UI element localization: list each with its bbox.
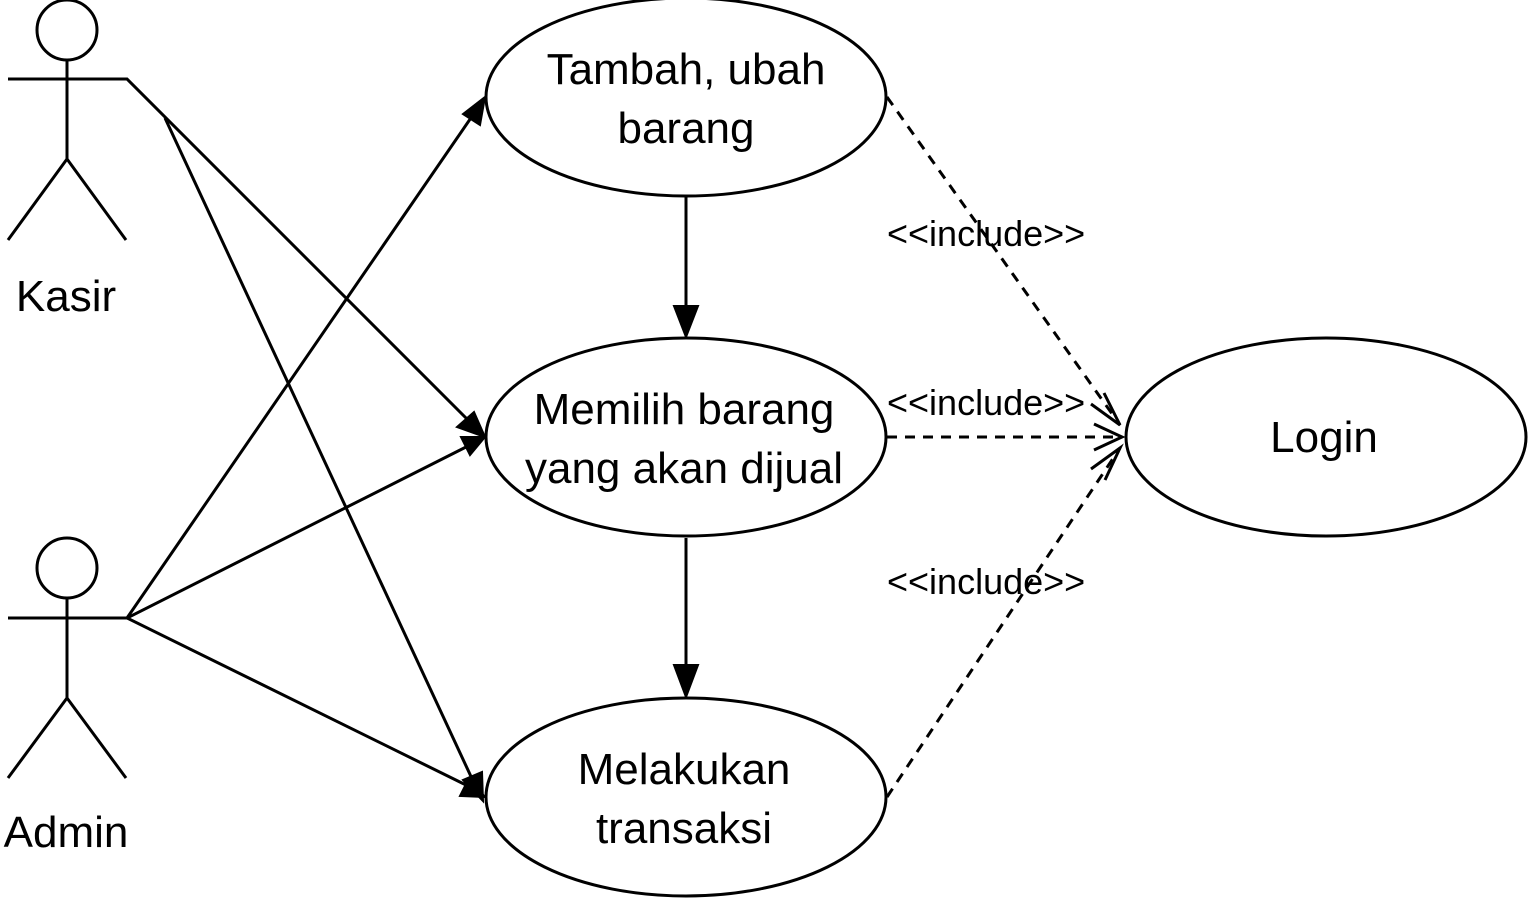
include-label-memilih-login: <<include>> xyxy=(887,382,1085,423)
use-case-ellipse xyxy=(484,336,888,538)
use-case-ellipse xyxy=(1124,336,1528,538)
actor-head xyxy=(35,0,99,62)
actor-head xyxy=(35,536,99,600)
association-lines xyxy=(8,77,488,804)
use-case-tambah: Tambah, ubah barang xyxy=(484,0,888,198)
include-line-melakukan-login xyxy=(885,447,1122,798)
include-arrowhead-memilih-login xyxy=(1093,422,1126,452)
arrowhead-admin-melakukan xyxy=(458,776,488,799)
flow-arrows xyxy=(672,197,700,700)
association-kasir-memilih xyxy=(8,77,473,425)
include-label-tambah-login: <<include>> xyxy=(887,213,1085,254)
use-case-ellipse xyxy=(484,0,888,198)
actor-label: Admin xyxy=(4,808,129,857)
association-admin-tambah xyxy=(125,111,477,619)
include-labels: <<include>> <<include>> <<include>> xyxy=(887,213,1085,602)
use-case-label-line-2: yang akan dijual xyxy=(525,444,843,493)
include-label-melakukan-login: <<include>> xyxy=(887,561,1085,602)
include-arrowhead-melakukan-login xyxy=(1090,443,1124,481)
actor-label: Kasir xyxy=(16,272,116,321)
association-admin-melakukan xyxy=(126,616,469,788)
use-case-login: Login xyxy=(1124,336,1528,538)
use-case-label-line-2: transaksi xyxy=(596,804,772,853)
use-case-label-line-2: barang xyxy=(617,104,754,153)
arrowhead-kasir-memilih xyxy=(455,410,487,439)
association-admin-memilih xyxy=(126,443,471,620)
actor-kasir: Kasir xyxy=(6,0,128,321)
use-case-ellipse xyxy=(484,696,888,898)
arrowhead-memilih-melakukan xyxy=(672,664,700,700)
use-case-memilih: Memilih barang yang akan dijual xyxy=(484,336,888,538)
actor-admin: Admin xyxy=(4,536,129,857)
use-case-label-line-1: Tambah, ubah xyxy=(547,45,826,94)
actor-left-leg xyxy=(6,158,69,241)
include-line-tambah-login xyxy=(885,96,1122,426)
use-case-label-line-1: Memilih barang xyxy=(534,385,835,434)
arrowhead-admin-memilih xyxy=(459,436,488,457)
include-dependencies xyxy=(885,96,1126,798)
use-case-label: Login xyxy=(1270,413,1378,462)
arrowhead-tambah-memilih xyxy=(672,305,700,340)
include-arrowhead-tambah-login xyxy=(1090,392,1122,427)
actor-left-leg xyxy=(6,697,69,779)
use-case-label-line-1: Melakukan xyxy=(578,745,791,794)
association-kasir-melakukan xyxy=(163,117,476,784)
arrowhead-admin-tambah xyxy=(461,94,487,127)
use-case-melakukan: Melakukan transaksi xyxy=(484,696,888,898)
actor-right-leg xyxy=(65,158,128,241)
actor-right-leg xyxy=(65,697,128,779)
